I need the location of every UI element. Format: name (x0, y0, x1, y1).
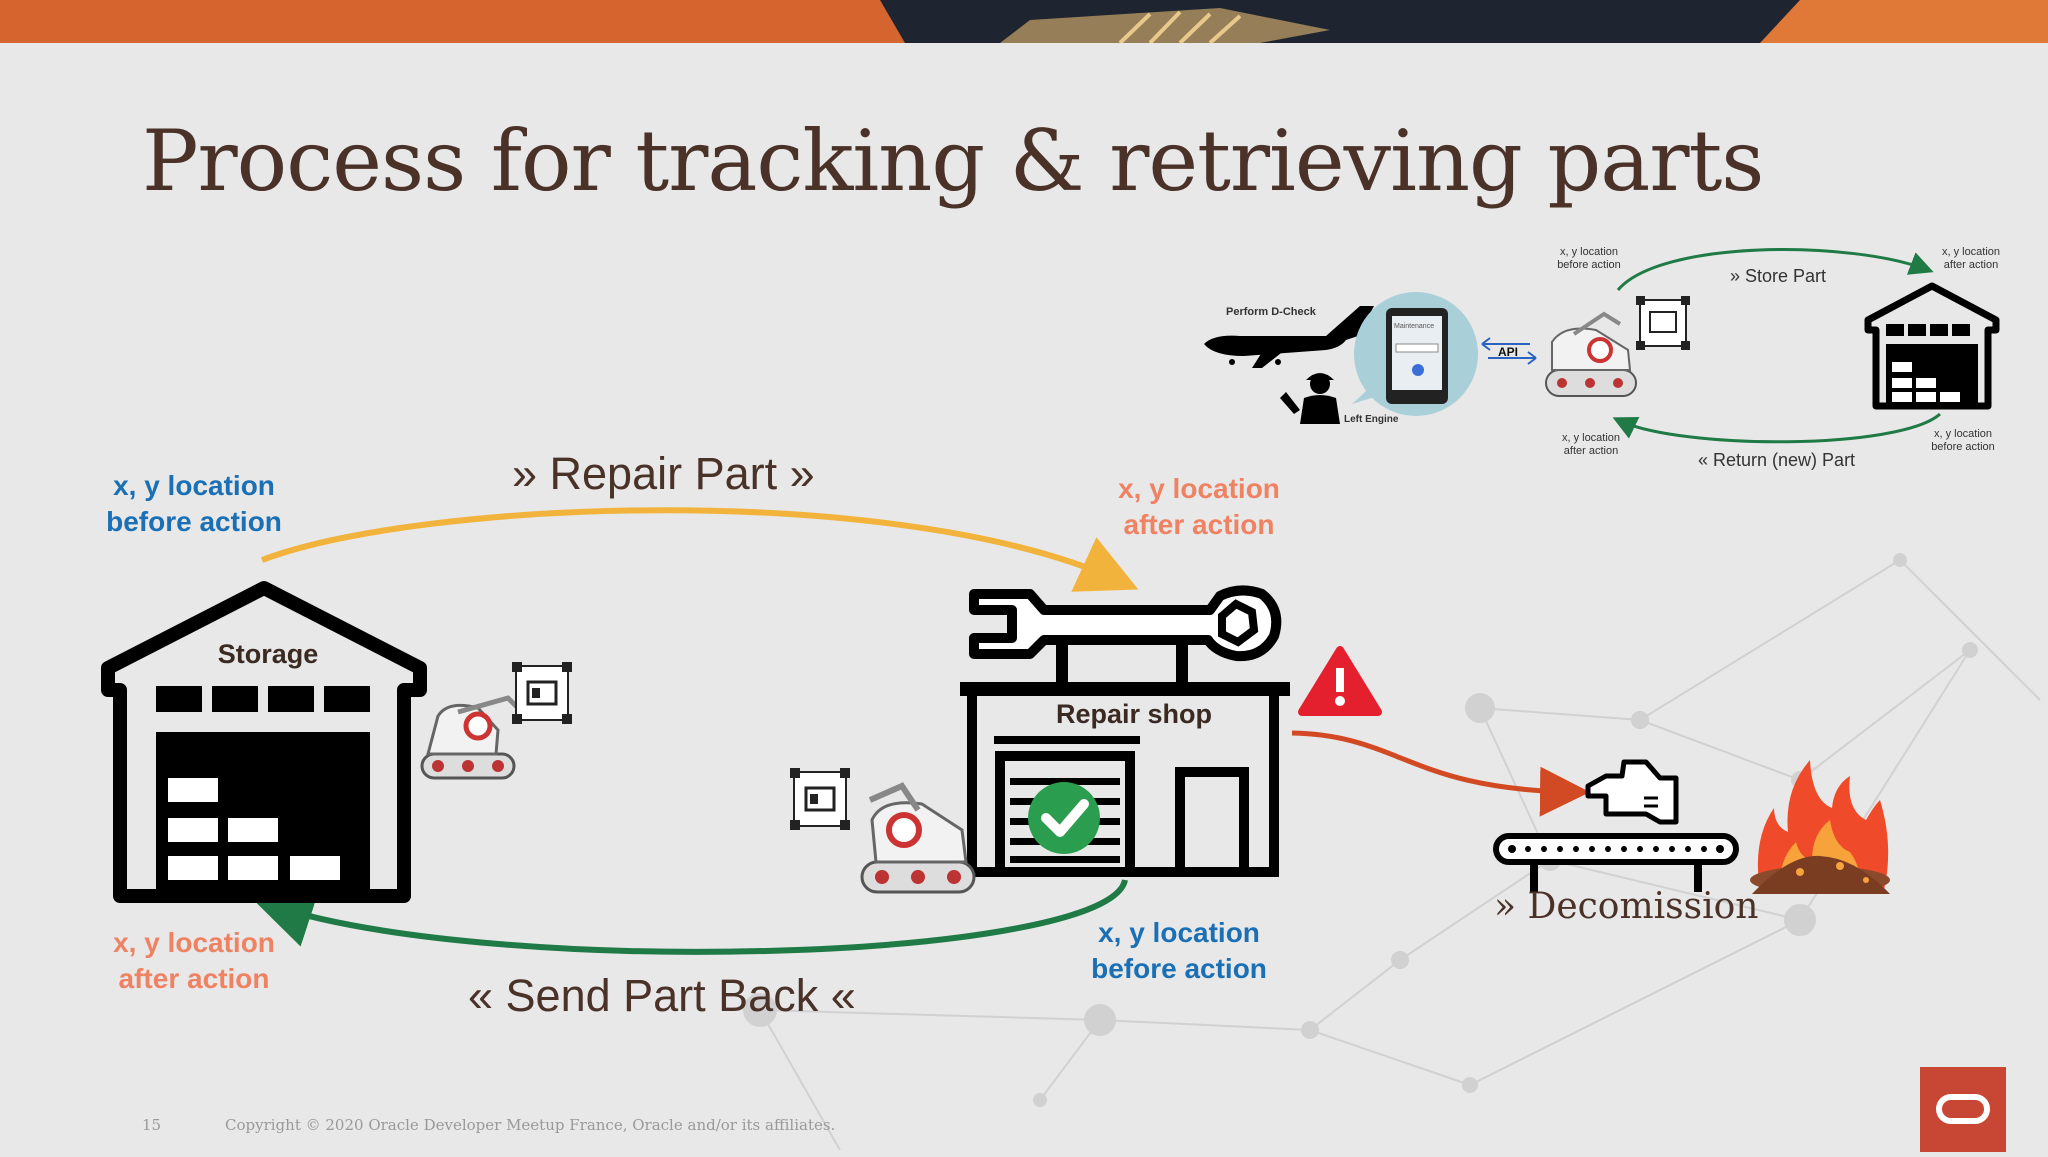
label-line: x, y location (1559, 246, 1619, 258)
storage-warehouse-icon (101, 581, 427, 903)
copyright-text: Copyright © 2020 Oracle Developer Meetup… (225, 1116, 836, 1134)
page-number: 15 (142, 1116, 162, 1134)
wrench-icon (969, 585, 1282, 684)
part-box-icon (1636, 296, 1690, 350)
part-box-icon (512, 662, 572, 724)
storage-after-label: x, y location after action (100, 925, 288, 997)
checkmark-icon (1028, 782, 1100, 854)
repair-part-label: » Repair Part » (512, 448, 815, 499)
left-engine-label: Left Engine (1344, 414, 1399, 425)
mechanic-icon (1280, 373, 1340, 424)
store-part-arrow (1616, 248, 1934, 291)
header-banner (0, 0, 2048, 43)
slide-title: Process for tracking & retrieving parts (142, 112, 1764, 210)
label-line: before action (106, 506, 282, 537)
fire-icon (1750, 760, 1890, 894)
decommission-arrow (1291, 730, 1590, 817)
label-line: after action (1943, 259, 1999, 271)
storage-label: Storage (217, 639, 319, 669)
label-line: before action (1091, 953, 1267, 984)
robot-icon (1545, 311, 1637, 397)
label-line: x, y location (1098, 917, 1260, 948)
label-line: after action (1563, 445, 1619, 457)
robot-after-label: x, y location after action (1548, 432, 1634, 458)
decommission-label: » Decomission (1494, 886, 1759, 927)
maintenance-label: Maintenance (1394, 323, 1435, 330)
label-line: x, y location (113, 927, 275, 958)
label-line: x, y location (1561, 432, 1621, 444)
oracle-logo-shape (1936, 1094, 1990, 1124)
send-part-back-label: « Send Part Back « (468, 970, 856, 1021)
oracle-logo-icon (1920, 1067, 2006, 1152)
send-back-arrow (252, 879, 1128, 955)
label-line: x, y location (1933, 428, 1993, 440)
label-line: x, y location (1118, 473, 1280, 504)
return-part-label: « Return (new) Part (1698, 450, 1856, 470)
airplane-icon (1204, 306, 1374, 368)
robot-icon (420, 695, 520, 780)
return-part-arrow (1612, 412, 1942, 444)
part-box-icon (790, 768, 850, 830)
robot-icon (860, 782, 976, 894)
repair-shop-label: Repair shop (1055, 699, 1213, 729)
warning-icon (1298, 646, 1382, 716)
store-part-label: » Store Part (1730, 266, 1827, 286)
repair-before-label: x, y location before action (1084, 915, 1274, 987)
warehouse-after-label: x, y location after action (1928, 246, 2014, 272)
api-label: API (1498, 345, 1519, 359)
label-line: x, y location (113, 470, 275, 501)
label-line: after action (118, 963, 270, 994)
label-line: before action (1557, 259, 1621, 271)
repair-part-arrow (260, 507, 1139, 592)
storage-warehouse-icon (1864, 282, 2000, 410)
repair-after-label: x, y location after action (1104, 471, 1294, 543)
perform-dcheck-label: Perform D-Check (1226, 306, 1316, 318)
label-line: after action (1123, 509, 1275, 540)
storage-before-label: x, y location before action (100, 468, 288, 540)
label-line: before action (1931, 441, 1995, 453)
tablet-icon (1352, 292, 1478, 416)
conveyor-icon (1493, 833, 1739, 892)
warehouse-before-label: x, y location before action (1920, 428, 2006, 454)
label-line: x, y location (1941, 246, 2001, 258)
engine-icon (1585, 759, 1679, 825)
api-arrows-icon (1481, 337, 1537, 365)
robot-before-label: x, y location before action (1546, 246, 1632, 272)
